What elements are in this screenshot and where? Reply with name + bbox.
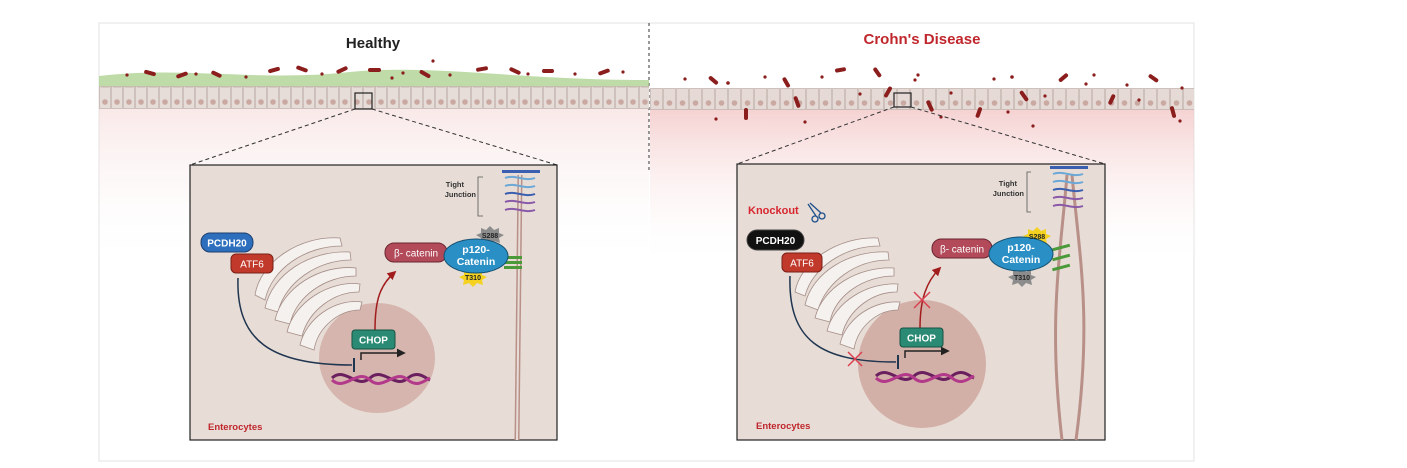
healthy-detail bbox=[189, 164, 558, 441]
p120-catenin-node bbox=[988, 236, 1054, 272]
pcdh20-label: PCDH20 bbox=[756, 236, 796, 247]
p120-catenin-node bbox=[443, 238, 509, 274]
knockout-label: Knockout bbox=[748, 205, 799, 217]
scissors-icon bbox=[807, 202, 826, 223]
bacteria-icon bbox=[125, 59, 625, 80]
golgi-icon bbox=[794, 237, 901, 350]
block-mark bbox=[847, 351, 863, 367]
crohns-detail bbox=[736, 163, 1106, 441]
t310-label: T310 bbox=[465, 275, 481, 282]
healthy-title: Healthy bbox=[346, 35, 401, 52]
chop-label: CHOP bbox=[907, 334, 936, 345]
chop-node bbox=[899, 327, 944, 348]
zoom-region bbox=[893, 92, 912, 108]
enterocytes-label: Enterocytes bbox=[756, 421, 810, 432]
s288-label: S288 bbox=[482, 233, 498, 240]
p120-label: p120- bbox=[462, 244, 490, 256]
crohns-epithelium bbox=[650, 88, 1194, 110]
s288-label: S288 bbox=[1029, 234, 1045, 241]
healthy-epithelium bbox=[99, 86, 649, 109]
nucleus bbox=[858, 300, 986, 428]
tight-junction-icon bbox=[477, 170, 540, 217]
block-mark bbox=[913, 291, 931, 309]
tight-junction-label: Tight bbox=[446, 180, 465, 189]
pcdh20-label: PCDH20 bbox=[207, 239, 247, 250]
t310-label: T310 bbox=[1014, 275, 1030, 282]
p120-label: Catenin bbox=[1002, 254, 1041, 266]
tight-junction-icon bbox=[1026, 166, 1088, 213]
beta-catenin-label: β- catenin bbox=[394, 249, 438, 260]
atf6-label: ATF6 bbox=[240, 260, 264, 271]
tight-junction-label: Junction bbox=[445, 190, 477, 199]
chop-node bbox=[351, 329, 396, 350]
crohns-title: Crohn's Disease bbox=[864, 31, 981, 48]
p120-label: p120- bbox=[1007, 242, 1035, 254]
atf6-node bbox=[230, 253, 274, 274]
bacteria-icon bbox=[683, 67, 1184, 128]
beta-catenin-label: β- catenin bbox=[940, 245, 984, 256]
cell-membrane bbox=[1054, 174, 1069, 441]
atf6-label: ATF6 bbox=[790, 259, 814, 270]
pcdh20-node bbox=[200, 232, 254, 253]
zoom-region bbox=[354, 92, 373, 110]
adherens-junction bbox=[1052, 243, 1071, 272]
nucleus bbox=[319, 303, 435, 413]
dna-icon bbox=[874, 371, 975, 383]
phospho-site-t310 bbox=[1008, 268, 1036, 287]
chop-label: CHOP bbox=[359, 336, 388, 347]
dna-icon bbox=[330, 373, 431, 385]
p120-label: Catenin bbox=[457, 256, 496, 268]
enterocytes-label: Enterocytes bbox=[208, 422, 262, 433]
tight-junction-label: Junction bbox=[993, 189, 1025, 198]
mucus-layer bbox=[99, 69, 649, 88]
atf6-node bbox=[781, 252, 823, 273]
tight-junction-label: Tight bbox=[999, 179, 1018, 188]
adherens-junction bbox=[504, 256, 522, 269]
pcdh20-node bbox=[746, 229, 805, 251]
